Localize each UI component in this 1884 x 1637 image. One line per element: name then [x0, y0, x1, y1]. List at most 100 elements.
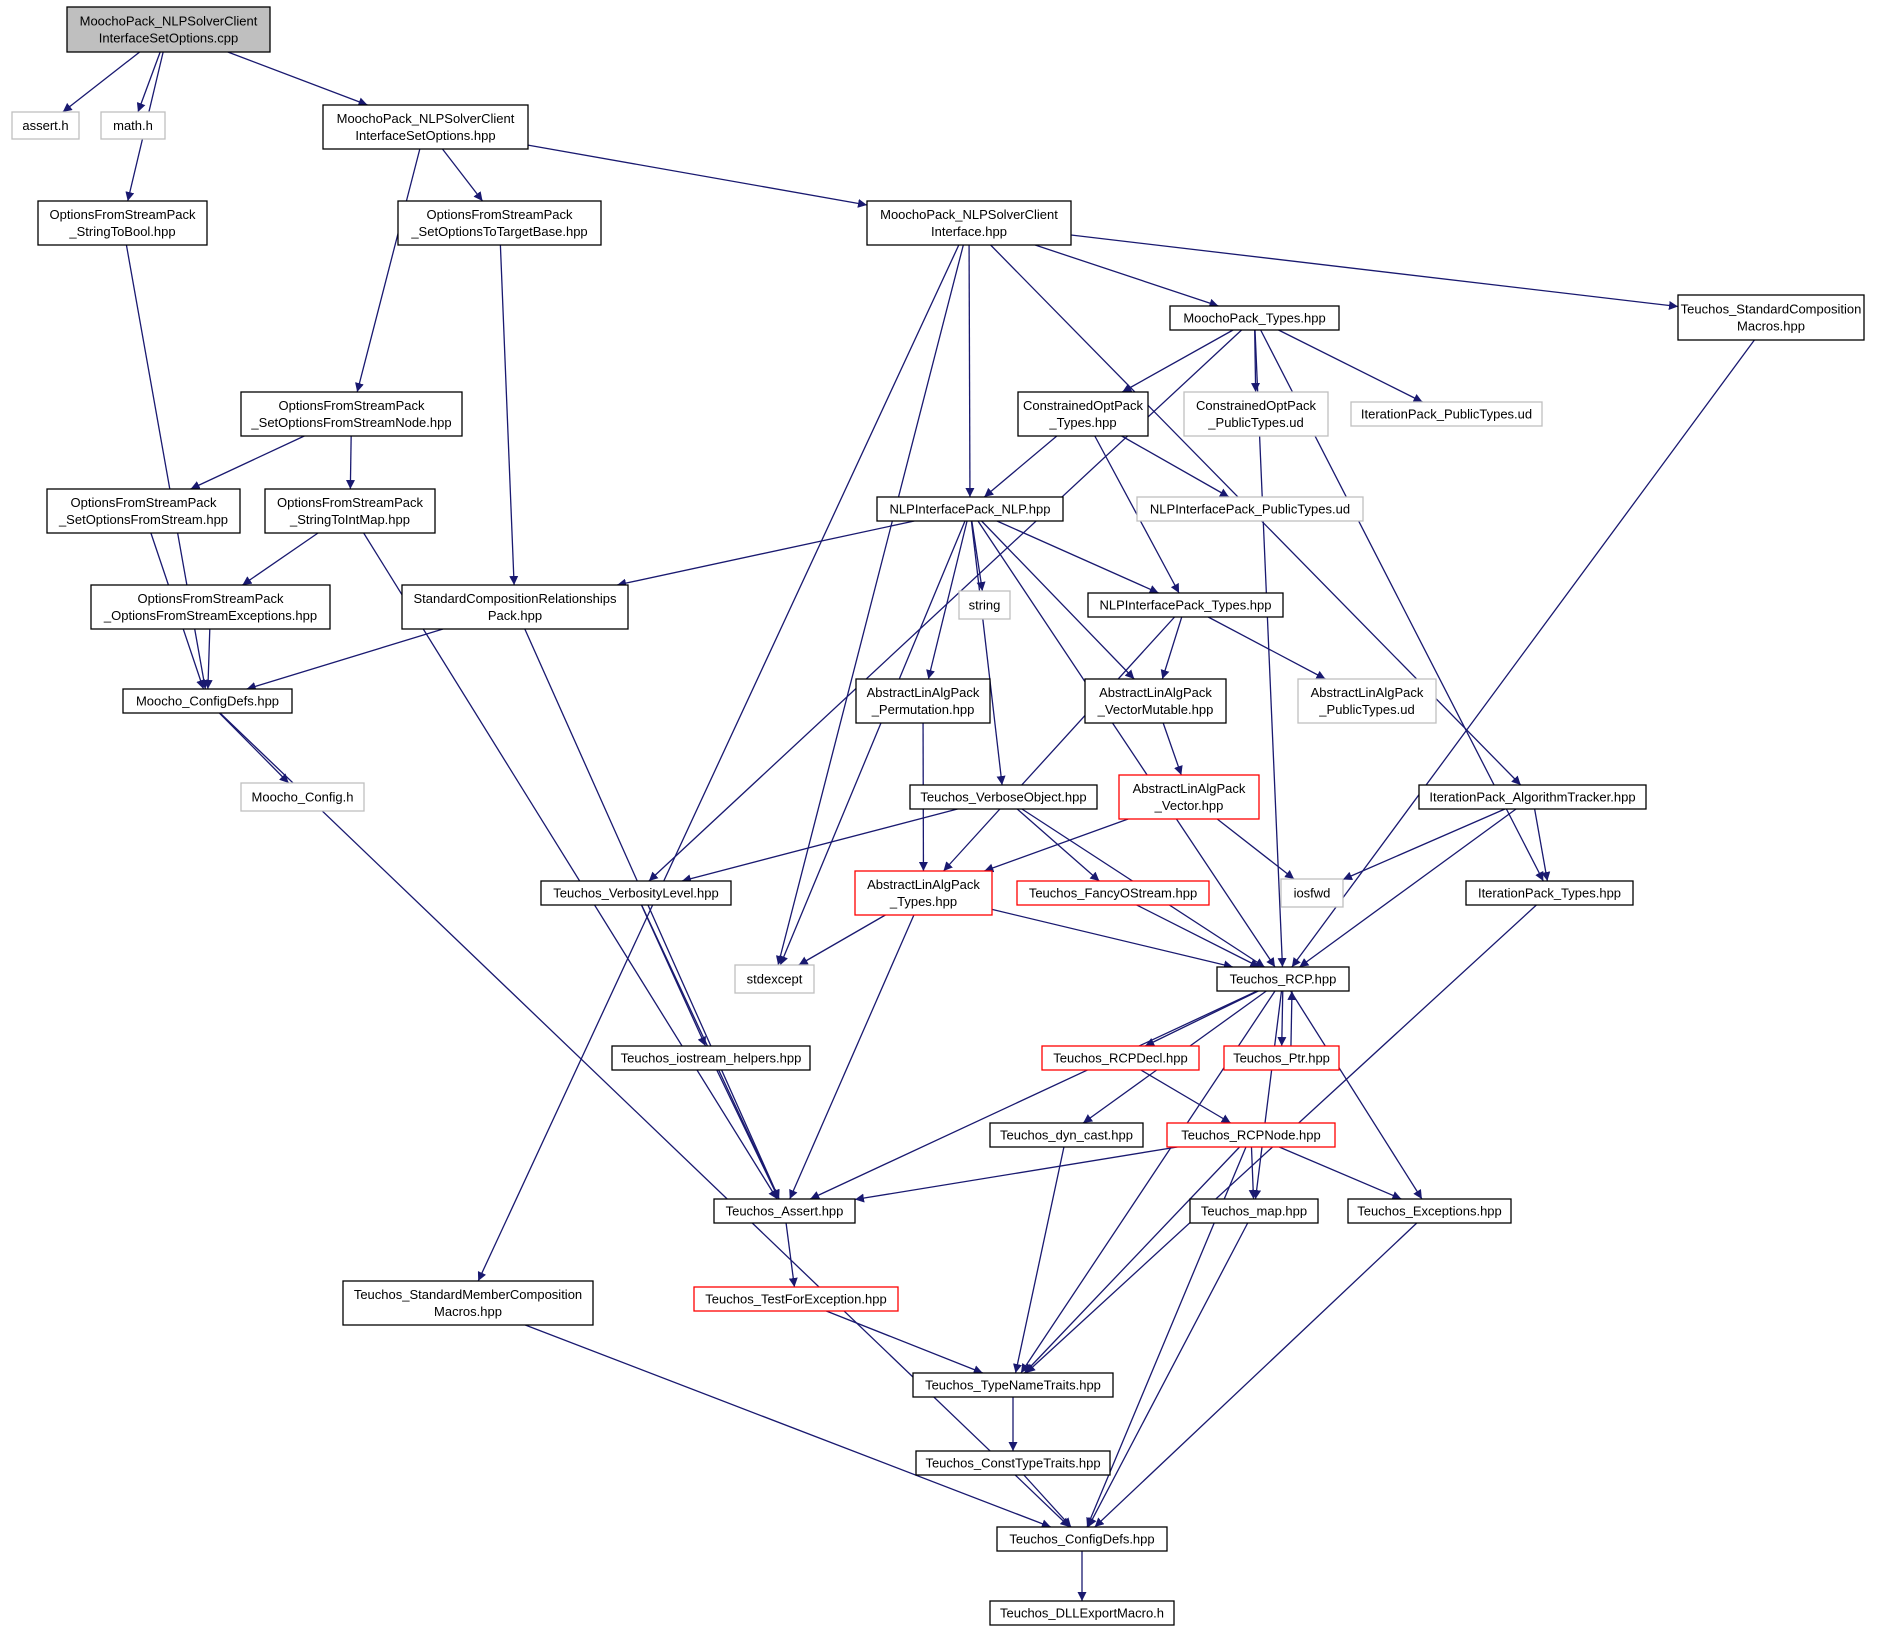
- node-alatypes: AbstractLinAlgPack_Types.hpp: [854, 870, 993, 916]
- node-label: AbstractLinAlgPack: [867, 685, 980, 700]
- node-label: AbstractLinAlgPack: [1311, 685, 1424, 700]
- edge-clientif-to-stdmembermacros: [477, 244, 960, 1282]
- node-label: OptionsFromStreamPack: [138, 591, 284, 606]
- node-box: [996, 1526, 1168, 1552]
- edge-verboseobj-to-fancyostream: [1016, 808, 1100, 882]
- node-ofsexc: OptionsFromStreamPack_OptionsFromStreamE…: [90, 584, 331, 630]
- node-testforexc: Teuchos_TestForException.hpp: [693, 1286, 899, 1312]
- node-box: [693, 1286, 899, 1312]
- node-label: _VectorMutable.hpp: [1097, 702, 1214, 717]
- edge-setopts-hpp-to-settotarget: [441, 148, 484, 202]
- edge-nlpnlp-to-stdcomprel: [617, 520, 915, 588]
- edge-testforexc-to-typenametraits: [826, 1310, 983, 1374]
- node-box: [1418, 784, 1647, 810]
- node-alapub: AbstractLinAlgPack _PublicTypes.ud: [1297, 678, 1437, 724]
- node-box: [1465, 880, 1634, 906]
- edge-stdcomprel-to-moochoconfigdefs: [246, 628, 444, 691]
- edge-alavector-to-iosfwd: [1216, 818, 1295, 880]
- edge-setopts-hpp-to-setfromnode: [355, 148, 421, 393]
- node-box: [1216, 966, 1350, 992]
- edge-root-to-math: [136, 51, 161, 113]
- edge-rcpnode-to-texceptions: [1278, 1146, 1402, 1200]
- node-moochoconfigdefs: Moocho_ConfigDefs.hpp: [122, 688, 293, 714]
- node-box: [66, 6, 271, 53]
- edge-ofsexc-to-moochoconfigdefs: [203, 628, 213, 690]
- node-iosfwd: iosfwd: [1280, 878, 1344, 908]
- edge-rcp-to-ptr: [1277, 990, 1287, 1047]
- node-dllexport: Teuchos_DLLExportMacro.h: [989, 1600, 1175, 1626]
- node-box: [1118, 774, 1260, 820]
- node-box: [540, 880, 732, 906]
- node-verboseobj: Teuchos_VerboseObject.hpp: [909, 784, 1098, 810]
- node-itertypes: IterationPack_Types.hpp: [1465, 880, 1634, 906]
- edge-root-to-setopts-hpp: [227, 51, 368, 107]
- edge-vecmut-to-alavector: [1162, 722, 1183, 776]
- node-root: MoochoPack_NLPSolverClientInterfaceSetOp…: [66, 6, 271, 53]
- node-strtobool: OptionsFromStreamPack_StringToBool.hpp: [37, 200, 208, 246]
- edge-alatypes-to-stdexcept: [798, 914, 886, 966]
- node-label: Teuchos_Exceptions.hpp: [1357, 1204, 1502, 1219]
- node-setopts-hpp: MoochoPack_NLPSolverClientInterfaceSetOp…: [322, 104, 529, 150]
- node-box: [342, 1280, 594, 1326]
- node-label: Teuchos_DLLExportMacro.h: [1000, 1606, 1164, 1621]
- node-label: Teuchos_iostream_helpers.hpp: [621, 1051, 802, 1066]
- node-label: Macros.hpp: [1737, 319, 1805, 334]
- edge-coptypes-to-nlppub: [1121, 435, 1230, 498]
- node-label: iosfwd: [1294, 886, 1331, 901]
- node-label: _StringToBool.hpp: [68, 224, 175, 239]
- edge-nlptypes-to-alatypes: [943, 616, 1176, 872]
- edge-moochotypes-to-iterpub: [1278, 329, 1423, 403]
- node-label: MoochoPack_Types.hpp: [1183, 311, 1325, 326]
- node-box: [1087, 592, 1284, 618]
- node-box: [1223, 1045, 1340, 1071]
- node-nlpnlp: NLPInterfacePack_NLP.hpp: [876, 496, 1064, 522]
- edge-strtointmap-to-ofsexc: [242, 532, 319, 586]
- node-label: _PublicTypes.ud: [1318, 702, 1414, 717]
- node-box: [397, 200, 602, 246]
- node-box: [1183, 391, 1329, 437]
- node-label: Teuchos_dyn_cast.hpp: [1000, 1128, 1133, 1143]
- node-box: [1166, 1122, 1336, 1148]
- node-fancyostream: Teuchos_FancyOStream.hpp: [1016, 880, 1210, 906]
- node-tconfigdefs: Teuchos_ConfigDefs.hpp: [996, 1526, 1168, 1552]
- node-assert: assert.h: [11, 111, 80, 140]
- node-label: Teuchos_TypeNameTraits.hpp: [925, 1378, 1101, 1393]
- node-label: MoochoPack_NLPSolverClient: [80, 14, 258, 29]
- node-label: Teuchos_Assert.hpp: [726, 1204, 844, 1219]
- node-label: Teuchos_ConstTypeTraits.hpp: [925, 1456, 1100, 1471]
- node-label: Teuchos_RCPNode.hpp: [1181, 1128, 1320, 1143]
- node-label: Teuchos_TestForException.hpp: [705, 1292, 886, 1307]
- node-box: [611, 1045, 811, 1071]
- node-label: Teuchos_Ptr.hpp: [1233, 1051, 1330, 1066]
- edge-stdmembermacros-to-tconfigdefs: [525, 1324, 1052, 1528]
- edge-moochoconfigdefs-to-tconfigdefs: [219, 712, 1070, 1528]
- node-setfromstream: OptionsFromStreamPack _SetOptionsFromStre…: [46, 488, 241, 534]
- edge-stdcomprel-to-tassert: [524, 628, 780, 1200]
- node-coptypes: ConstrainedOptPack_Types.hpp: [1017, 391, 1149, 437]
- node-iterpub: IterationPack_PublicTypes.ud: [1350, 401, 1543, 427]
- node-label: InterfaceSetOptions.hpp: [355, 128, 495, 143]
- node-label: NLPInterfacePack_PublicTypes.ud: [1150, 502, 1350, 517]
- node-box: [876, 496, 1064, 522]
- node-label: _Vector.hpp: [1154, 798, 1224, 813]
- node-box: [915, 1450, 1111, 1476]
- node-label: math.h: [113, 118, 153, 133]
- node-verblevel: Teuchos_VerbosityLevel.hpp: [540, 880, 732, 906]
- edge-settotarget-to-stdcomprel: [499, 244, 519, 586]
- edge-nlpnlp-to-string: [971, 520, 986, 592]
- node-box: [989, 1122, 1144, 1148]
- node-rcpdecl: Teuchos_RCPDecl.hpp: [1041, 1045, 1200, 1071]
- node-label: MoochoPack_NLPSolverClient: [880, 207, 1058, 222]
- node-box: [322, 104, 529, 150]
- node-label: _SetOptionsFromStream.hpp: [58, 512, 228, 527]
- node-algtracker: IterationPack_AlgorithmTracker.hpp: [1418, 784, 1647, 810]
- node-label: _PublicTypes.ud: [1207, 415, 1303, 430]
- node-label: assert.h: [22, 118, 68, 133]
- edge-alavector-to-alatypes: [984, 818, 1129, 873]
- node-box: [11, 111, 80, 140]
- node-label: OptionsFromStreamPack: [71, 495, 217, 510]
- node-box: [989, 1600, 1175, 1626]
- edge-rcp-to-texceptions: [1290, 990, 1423, 1200]
